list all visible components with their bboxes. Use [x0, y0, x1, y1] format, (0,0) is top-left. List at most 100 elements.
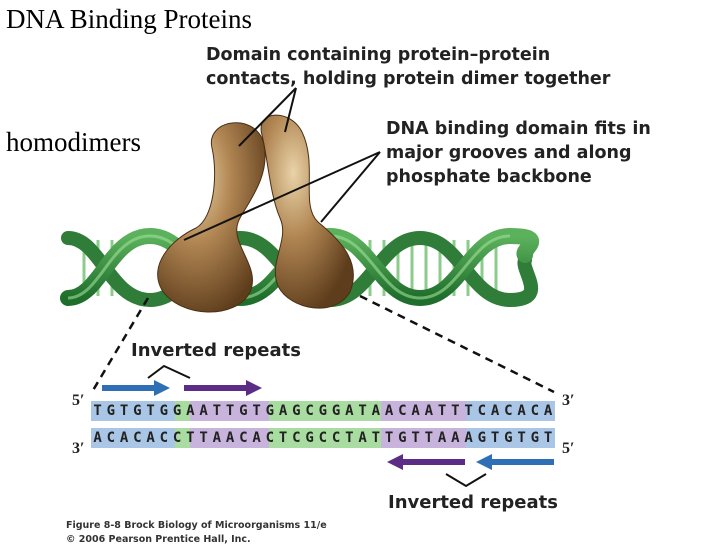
five-prime-label: 5′ — [72, 392, 85, 409]
nucleotide: C — [331, 430, 341, 446]
nucleotide: T — [93, 403, 102, 419]
sequence-background — [91, 401, 555, 448]
nucleotide: A — [199, 403, 208, 419]
nucleotide: A — [424, 403, 434, 419]
nucleotide: A — [464, 430, 473, 446]
callout-line: DNA binding domain fits in — [386, 119, 651, 139]
nucleotide: G — [265, 403, 275, 419]
nucleotide: C — [477, 403, 487, 419]
nucleotide: A — [345, 403, 354, 419]
nucleotide: T — [437, 403, 447, 419]
nucleotide: T — [186, 430, 195, 446]
nucleotide: A — [371, 403, 381, 419]
protein-monomer-right — [260, 114, 354, 309]
nucleotide: C — [398, 403, 407, 419]
nucleotide: T — [384, 430, 394, 446]
callout-lines — [183, 87, 381, 241]
figure-caption: Figure 8-8 Brock Biology of Microorganis… — [66, 519, 327, 547]
arrow-purple-bottom — [387, 454, 465, 470]
nucleotide: T — [451, 403, 460, 419]
callout-line: major grooves and along — [386, 143, 632, 163]
nucleotide: G — [172, 403, 182, 419]
nucleotide: G — [292, 403, 301, 419]
callout-line: phosphate backbone — [386, 167, 592, 187]
nucleotide: A — [543, 403, 553, 419]
nucleotide: T — [543, 430, 553, 446]
nucleotide: C — [133, 430, 142, 446]
five-prime-label: 5′ — [562, 440, 575, 457]
nucleotide: C — [239, 430, 248, 446]
nucleotide: A — [411, 403, 420, 419]
nucleotide: T — [119, 403, 129, 419]
nucleotide: C — [106, 430, 116, 446]
nucleotide: A — [384, 403, 394, 419]
nucleotide: A — [225, 430, 235, 446]
nucleotide: T — [252, 403, 261, 419]
nucleotide: C — [504, 403, 513, 419]
nucleotide: T — [146, 403, 155, 419]
three-prime-label: 3′ — [72, 440, 85, 457]
nucleotide: T — [212, 403, 222, 419]
nucleotide: A — [278, 403, 288, 419]
nucleotide: A — [517, 403, 526, 419]
arrow-purple-top — [184, 380, 262, 396]
callout-line: Domain containing protein–protein — [206, 45, 551, 65]
nucleotide: A — [146, 430, 155, 446]
nucleotide: C — [265, 430, 275, 446]
nucleotide: A — [358, 430, 367, 446]
nucleotide: T — [490, 430, 500, 446]
nucleotide: C — [318, 430, 328, 446]
nucleotide: A — [490, 403, 500, 419]
nucleotide: G — [398, 430, 407, 446]
page-title: DNA Binding Proteins — [6, 4, 253, 34]
subtitle: homodimers — [6, 127, 141, 157]
nucleotide: T — [225, 403, 235, 419]
nucleotide: G — [305, 430, 314, 446]
nucleotide: C — [159, 430, 169, 446]
nucleotide: A — [186, 403, 195, 419]
nucleotide: A — [119, 430, 129, 446]
inverted-repeat-arrows — [102, 380, 554, 470]
callout-dna-binding: DNA binding domain fits in major grooves… — [386, 117, 651, 189]
callout-dimer-contact: Domain containing protein–protein contac… — [206, 43, 610, 91]
nucleotide: G — [530, 430, 540, 446]
nucleotide: C — [530, 403, 540, 419]
nucleotide: T — [278, 430, 288, 446]
caption-line: Figure 8-8 Brock Biology of Microorganis… — [66, 520, 327, 531]
nucleotide: T — [411, 430, 420, 446]
callout-line: contacts, holding protein dimer together — [206, 69, 611, 89]
caption-line: © 2006 Pearson Prentice Hall, Inc. — [66, 534, 251, 545]
nucleotide: T — [517, 430, 526, 446]
protein-dimer — [157, 114, 354, 313]
nucleotide: T — [464, 403, 473, 419]
nucleotide: G — [133, 403, 142, 419]
nucleotide: G — [504, 430, 513, 446]
nucleotide: A — [93, 430, 102, 446]
arrow-blue-bottom — [476, 454, 554, 470]
nucleotide: A — [437, 430, 447, 446]
nucleotide: G — [159, 403, 169, 419]
nucleotide: A — [252, 430, 261, 446]
zoom-lines — [90, 294, 555, 394]
nucleotide: C — [305, 403, 314, 419]
nucleotide: T — [345, 430, 354, 446]
nucleotide: C — [172, 430, 182, 446]
arrow-blue-top — [102, 380, 170, 396]
nucleotide: G — [239, 403, 248, 419]
protein-monomer-left — [157, 122, 266, 313]
nucleotide: T — [199, 430, 208, 446]
nucleotide: T — [358, 403, 367, 419]
nucleotide: T — [371, 430, 381, 446]
three-prime-label: 3′ — [562, 392, 575, 409]
nucleotide: G — [331, 403, 341, 419]
nucleotide: A — [451, 430, 460, 446]
nucleotide: A — [212, 430, 222, 446]
inverted-repeats-label: Inverted repeats — [388, 492, 558, 513]
nucleotide: C — [292, 430, 301, 446]
nucleotide: G — [318, 403, 328, 419]
nucleotide: T — [424, 430, 434, 446]
inverted-repeats-label: Inverted repeats — [131, 340, 301, 361]
